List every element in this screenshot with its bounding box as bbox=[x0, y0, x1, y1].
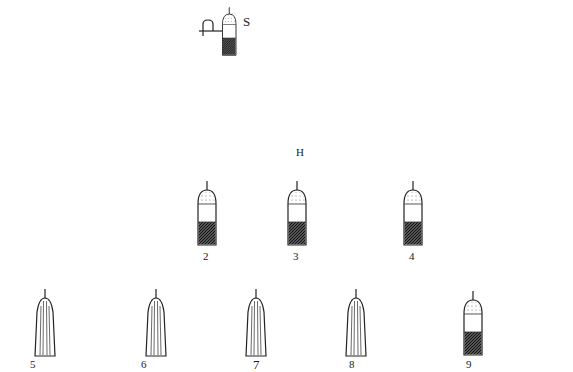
callout-number: 6 bbox=[141, 358, 147, 370]
callout-number: 8 bbox=[349, 358, 355, 370]
callout-number: 4 bbox=[409, 250, 415, 262]
vessel-row-2 bbox=[198, 181, 422, 245]
callout-number: 2 bbox=[203, 250, 209, 262]
s-vessel bbox=[199, 7, 236, 55]
vessel-row-3 bbox=[35, 289, 482, 356]
callout-number: H bbox=[296, 146, 304, 158]
callout-number: 5 bbox=[30, 358, 36, 370]
callout-number: 9 bbox=[466, 358, 472, 370]
callout-number: 7 bbox=[253, 359, 260, 371]
callout-number: 3 bbox=[293, 250, 299, 262]
callout-number: S bbox=[243, 16, 250, 28]
